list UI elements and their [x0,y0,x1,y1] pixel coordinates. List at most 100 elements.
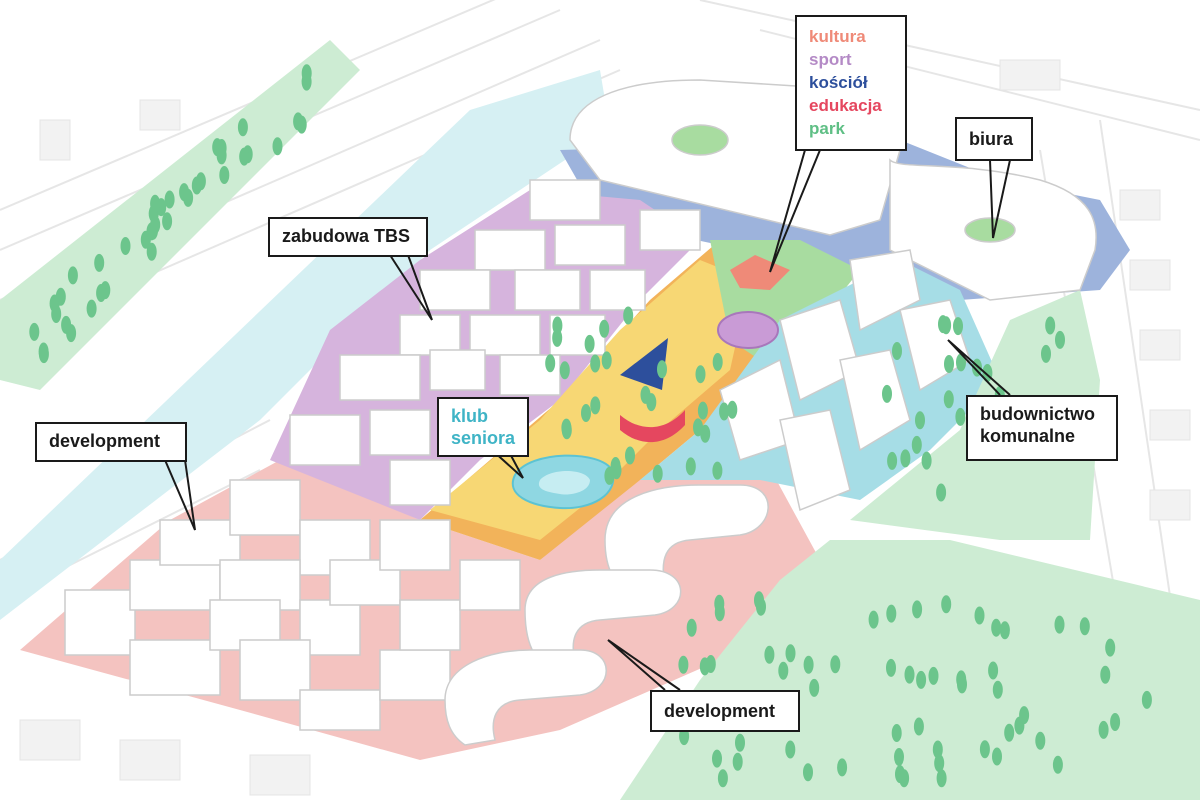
label-budownictwo-line2: komunalne [980,426,1076,446]
tree-icon [904,665,915,684]
tree-icon [934,754,945,773]
label-biura: biura [955,117,1033,161]
tree-icon [601,351,612,370]
legend-item-park: park [809,119,845,138]
tree-icon [699,657,710,676]
tree-icon [899,769,910,788]
tree-icon [590,396,601,415]
tree-icon [146,242,157,261]
tree-icon [764,645,775,664]
tree-icon [944,355,954,373]
label-development-left-text: development [49,431,161,451]
tree-icon [1054,615,1065,634]
label-zabudowa-tbs: zabudowa TBS [268,217,428,257]
tree-icon [809,678,820,697]
church-icon [620,338,668,390]
tree-icon [714,603,725,622]
tree-icon [640,385,651,404]
tree-icon [957,675,967,694]
tree-icon [956,353,966,372]
tree-icon [1004,723,1015,742]
tree-icon [1052,755,1063,774]
tree-icon [561,418,572,437]
tree-icon [1035,731,1046,750]
tree-icon [219,166,230,184]
tree-icon [886,658,896,677]
tree-icon [928,666,939,685]
tree-icon [979,740,990,759]
label-klub-seniora-line1: klub [451,406,489,426]
tree-icon [712,461,723,480]
tree-icon [652,464,663,483]
tree-icon [916,670,927,689]
tree-icon [892,342,902,360]
tree-icon [712,749,722,768]
tree-icon [943,390,954,409]
tree-icon [1055,330,1065,349]
tree-icon [150,215,161,234]
tree-icon [686,618,697,637]
communal-buildings [719,249,971,512]
legend-item-kultura: kultura [809,27,866,46]
tree-icon [559,361,570,380]
tree-icon [1100,665,1111,684]
tree-icon [590,354,601,373]
tree-icon [301,72,312,91]
culture-building-icon [730,255,790,290]
s-shaped-buildings [444,484,769,746]
label-development-left: development [35,422,187,462]
tree-icon [1041,344,1051,363]
function-legend: kultura sport kościół edukacja park [795,15,907,151]
tree-icon [86,299,97,318]
tree-icon [216,146,227,165]
tree-icon [912,600,923,619]
tree-icon [955,407,966,426]
tree-icon [623,306,634,325]
tree-icon [988,661,999,680]
tree-icon [1045,316,1056,335]
label-klub-seniora: klub seniora [437,397,529,457]
tree-icon [921,451,932,470]
tree-icon [830,655,841,674]
tree-icon [1110,713,1121,731]
trees [29,64,1152,788]
label-budownictwo-komunalne: budownictwo komunalne [966,395,1118,461]
tree-icon [272,137,283,156]
tree-icon [803,763,813,782]
label-development-bottom: development [650,690,800,732]
tree-icon [915,411,925,430]
tree-icon [719,402,730,421]
tree-icon [1141,690,1152,709]
tree-icon [991,618,1002,637]
tree-icon [785,740,796,759]
development-blocks [64,479,521,731]
tree-icon [584,334,595,353]
tree-icon [67,266,78,285]
tree-icon [96,284,107,302]
tree-icon [953,317,963,336]
tree-icon [712,353,723,371]
tree-icon [695,365,706,384]
label-biura-text: biura [969,129,1014,149]
label-budownictwo-line1: budownictwo [980,404,1095,424]
tree-icon [932,740,943,759]
tree-icon [599,319,610,338]
tree-icon [1079,617,1090,636]
plaza-yellow-zone [430,260,750,540]
sport-hall-icon [717,311,779,349]
tree-icon [727,400,738,419]
tree-icon [678,655,689,674]
tree-icon [94,253,105,272]
tree-icon [868,610,879,629]
tree-icon [179,183,190,202]
tree-icon [685,457,696,476]
legend-item-kosciol: kościół [809,73,868,92]
tree-icon [237,118,248,137]
tree-icon [886,604,897,623]
tree-icon [778,661,789,680]
callout-pointers [164,149,1011,691]
tree-icon [55,287,66,306]
tree-icon [195,172,206,191]
tree-icon [162,212,173,231]
